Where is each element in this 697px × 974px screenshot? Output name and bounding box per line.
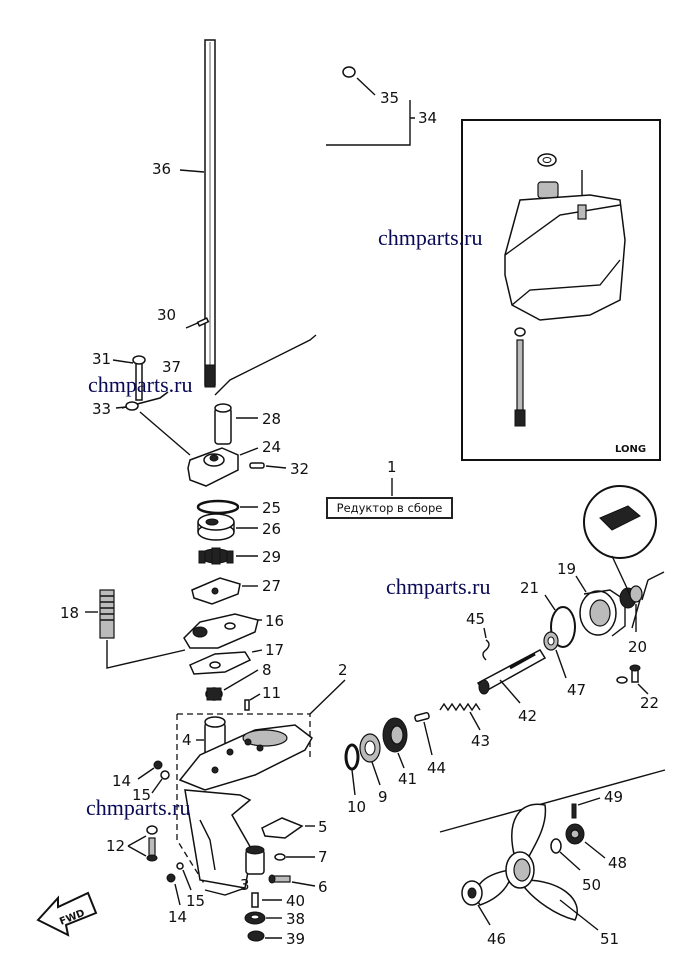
shift-rod (214, 66, 356, 396)
label-27: 27 (262, 577, 281, 595)
label-14b: 14 (168, 908, 187, 926)
label-36: 36 (152, 160, 171, 178)
label-2: 2 (338, 661, 348, 679)
label-10: 10 (347, 798, 366, 816)
label-3: 3 (240, 876, 250, 894)
label-1: 1 (387, 458, 397, 476)
label-26: 26 (262, 520, 281, 538)
label-33: 33 (92, 400, 111, 418)
label-50: 50 (582, 876, 601, 894)
label-18: 18 (60, 604, 79, 622)
inset-label: LONG (615, 444, 646, 455)
label-4: 4 (182, 731, 192, 749)
propeller (475, 803, 578, 921)
label-35: 35 (380, 89, 399, 107)
label-43: 43 (471, 732, 490, 750)
label-46: 46 (487, 930, 506, 948)
label-14a: 14 (112, 772, 131, 790)
label-49: 49 (604, 788, 623, 806)
label-34: 34 (418, 109, 437, 127)
label-28: 28 (262, 410, 281, 428)
label-22: 22 (640, 694, 659, 712)
label-12: 12 (106, 837, 125, 855)
label-7: 7 (318, 848, 328, 866)
lower-case-box (176, 679, 346, 886)
label-24: 24 (262, 438, 281, 456)
label-44: 44 (427, 759, 446, 777)
label-20: 20 (628, 638, 647, 656)
watermark-2: chmparts.ru (88, 372, 192, 397)
drive-shaft (204, 39, 216, 388)
watermark-4: chmparts.ru (86, 795, 190, 820)
label-32: 32 (290, 460, 309, 478)
watermark-1: chmparts.ru (378, 225, 482, 250)
label-41: 41 (398, 770, 417, 788)
label-11: 11 (262, 684, 281, 702)
label-39: 39 (286, 930, 305, 948)
label-37: 37 (162, 358, 181, 376)
propeller-shaft (476, 649, 547, 695)
label-38: 38 (286, 910, 305, 928)
label-47: 47 (567, 681, 586, 699)
label-29: 29 (262, 548, 281, 566)
label-45: 45 (466, 610, 485, 628)
bearing-housing (579, 589, 626, 637)
label-16: 16 (265, 612, 284, 630)
label-31: 31 (92, 350, 111, 368)
label-9: 9 (378, 788, 388, 806)
label-5: 5 (318, 818, 328, 836)
label-17: 17 (265, 641, 284, 659)
label-42: 42 (518, 707, 537, 725)
label-6: 6 (318, 878, 328, 896)
watermark-3: chmparts.ru (386, 574, 490, 599)
label-25: 25 (262, 499, 281, 517)
fwd-arrow: FWD (36, 891, 98, 937)
label-40: 40 (286, 892, 305, 910)
inset-long-shaft: LONG (461, 119, 661, 461)
label-8: 8 (262, 661, 272, 679)
label-19: 19 (557, 560, 576, 578)
label-30: 30 (157, 306, 176, 324)
assembly-callout-box: Редуктор в сборе (326, 497, 453, 519)
label-15a: 15 (132, 786, 151, 804)
label-51: 51 (600, 930, 619, 948)
label-21: 21 (520, 579, 539, 597)
lower-casing (178, 724, 313, 896)
label-15b: 15 (186, 892, 205, 910)
impeller (198, 547, 234, 565)
label-48: 48 (608, 854, 627, 872)
